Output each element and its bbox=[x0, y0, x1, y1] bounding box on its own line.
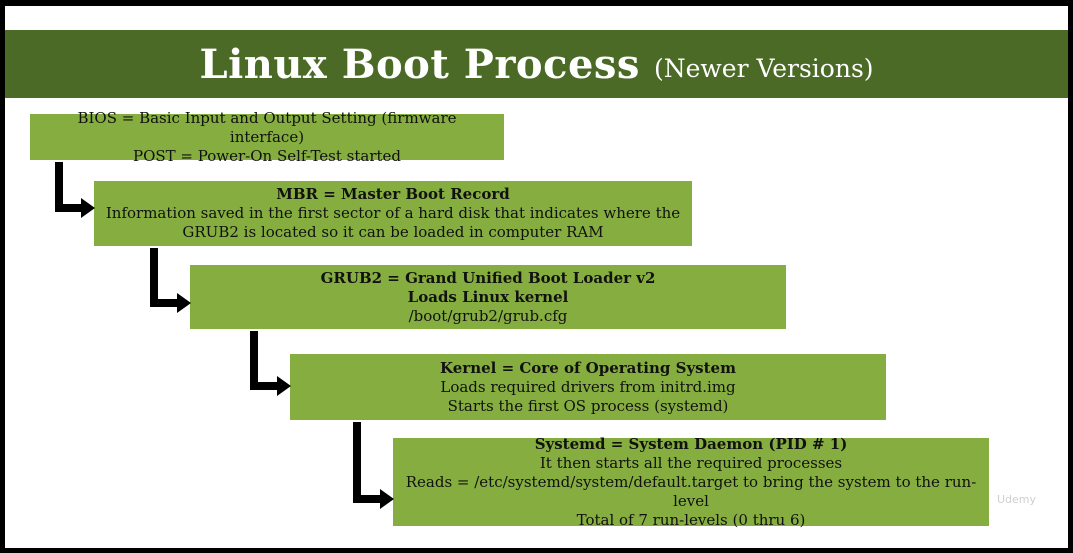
arrow-head-1 bbox=[81, 198, 95, 218]
step-line: GRUB2 is located so it can be loaded in … bbox=[182, 223, 604, 241]
step-line: Systemd = System Daemon (PID # 1) bbox=[534, 434, 848, 453]
step-line: It then starts all the required processe… bbox=[539, 453, 843, 472]
arrow-mbr-to-grub2 bbox=[150, 248, 191, 313]
step-line: BIOS = Basic Input and Output Setting (f… bbox=[77, 108, 457, 146]
slide: Linux Boot Process (Newer Versions) BIOS… bbox=[5, 6, 1068, 548]
arrow-head-2 bbox=[177, 293, 191, 313]
step-bios: BIOS = Basic Input and Output Setting (f… bbox=[30, 109, 504, 165]
step-line: Loads Linux kernel bbox=[407, 287, 569, 306]
step-line: Reads = /etc/systemd/system/default.targ… bbox=[405, 472, 977, 510]
arrow-kernel-to-systemd bbox=[353, 422, 394, 509]
arrow-connector-4 bbox=[353, 422, 382, 503]
step-line: Total of 7 run-levels (0 thru 6) bbox=[576, 510, 806, 529]
step-line: MBR = Master Boot Record bbox=[276, 185, 510, 203]
step-systemd: Systemd = System Daemon (PID # 1)It then… bbox=[393, 434, 989, 529]
step-line: Starts the first OS process (systemd) bbox=[447, 396, 729, 415]
step-line: Loads required drivers from initrd.img bbox=[440, 377, 736, 396]
arrow-connector-2 bbox=[150, 248, 179, 307]
page-subtitle: (Newer Versions) bbox=[653, 53, 874, 83]
arrow-connector-3 bbox=[250, 331, 279, 390]
step-line: Information saved in the first sector of… bbox=[105, 204, 681, 222]
step-line: POST = Power-On Self-Test started bbox=[132, 146, 402, 165]
step-line: Kernel = Core of Operating System bbox=[440, 358, 736, 377]
title-banner: Linux Boot Process (Newer Versions) bbox=[5, 30, 1068, 98]
page-title: Linux Boot Process bbox=[199, 40, 640, 88]
arrow-connector-1 bbox=[55, 162, 83, 212]
step-line: /boot/grub2/grub.cfg bbox=[408, 306, 568, 325]
step-line: GRUB2 = Grand Unified Boot Loader v2 bbox=[320, 268, 656, 287]
arrow-head-4 bbox=[380, 489, 394, 509]
arrow-bios-to-mbr bbox=[55, 162, 95, 218]
arrow-head-3 bbox=[277, 376, 291, 396]
udemy-watermark: Udemy bbox=[996, 493, 1036, 506]
arrow-grub2-to-kernel bbox=[250, 331, 291, 396]
